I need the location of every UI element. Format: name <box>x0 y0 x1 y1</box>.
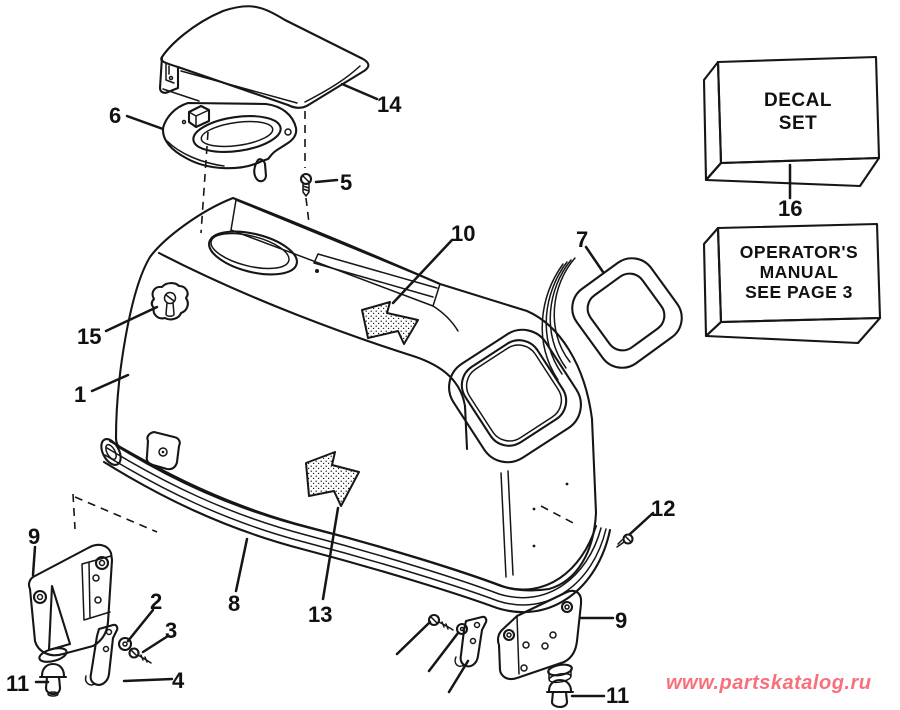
top-cover-part <box>158 5 370 109</box>
callout-16: 16 <box>778 196 802 221</box>
clip-right-part-4 <box>454 615 488 668</box>
clip-left-part-4 <box>84 623 119 686</box>
operators-manual-line1: OPERATOR'S <box>740 242 858 262</box>
rubber-mount-right-part-11 <box>545 678 575 709</box>
operators-manual-line3: SEE PAGE 3 <box>745 282 853 302</box>
callout-5: 5 <box>340 170 352 195</box>
callout-6: 6 <box>109 103 121 128</box>
window-opening <box>448 328 582 464</box>
callout-14: 14 <box>377 92 402 117</box>
washer-left-part-2 <box>117 636 133 652</box>
callout-2-left: 2 <box>150 589 162 614</box>
callout-11-left: 11 <box>6 671 29 696</box>
decal-set-box: DECAL SET <box>702 55 881 188</box>
gasket-plate-part <box>161 101 298 183</box>
latch-part-15 <box>150 282 189 321</box>
arrow-decal-part-13 <box>305 451 360 507</box>
decal-set-line1: DECAL <box>764 90 832 111</box>
arrow-decal-part-10 <box>361 301 419 345</box>
screw-part-5 <box>299 172 313 197</box>
watermark-text: www.partskatalog.ru <box>666 672 871 694</box>
assembly-guide-lines <box>72 111 576 533</box>
callout-9-left: 9 <box>28 524 40 549</box>
leader-lines <box>31 82 792 698</box>
screw-left-part-3 <box>128 647 152 664</box>
seal-ring-part-7 <box>541 257 683 381</box>
cowl-outline <box>114 196 598 592</box>
operators-manual-line2: MANUAL <box>760 262 839 282</box>
operators-manual-box: OPERATOR'S MANUAL SEE PAGE 3 <box>702 222 882 345</box>
callout-9-right: 9 <box>615 608 627 633</box>
decal-set-line2: SET <box>779 113 817 134</box>
callout-3-left: 3 <box>165 618 177 643</box>
callout-7: 7 <box>576 227 588 252</box>
callout-11-right: 11 <box>606 683 629 708</box>
screw-part-12 <box>616 533 634 548</box>
oval-recess <box>208 230 298 276</box>
callout-13: 13 <box>308 602 332 627</box>
callout-12: 12 <box>651 496 675 521</box>
engine-cover-part <box>114 196 598 592</box>
callout-4-left: 4 <box>172 668 185 693</box>
callout-8: 8 <box>228 591 240 616</box>
callout-1: 1 <box>74 382 86 407</box>
screw-right-part-3 <box>427 613 454 631</box>
callout-labels: 1 2 3 4 5 6 7 8 9 9 10 11 11 12 13 14 15… <box>6 92 802 708</box>
rubber-mount-left-part-11 <box>38 662 68 697</box>
callout-10: 10 <box>451 221 475 246</box>
bracket-left-part-9 <box>27 543 114 663</box>
gasket-hook <box>253 158 268 183</box>
callout-15: 15 <box>77 324 101 349</box>
bottom-seal-part-8 <box>100 438 612 614</box>
bracket-right-part-9 <box>496 589 583 684</box>
gasket-tab <box>187 104 211 129</box>
